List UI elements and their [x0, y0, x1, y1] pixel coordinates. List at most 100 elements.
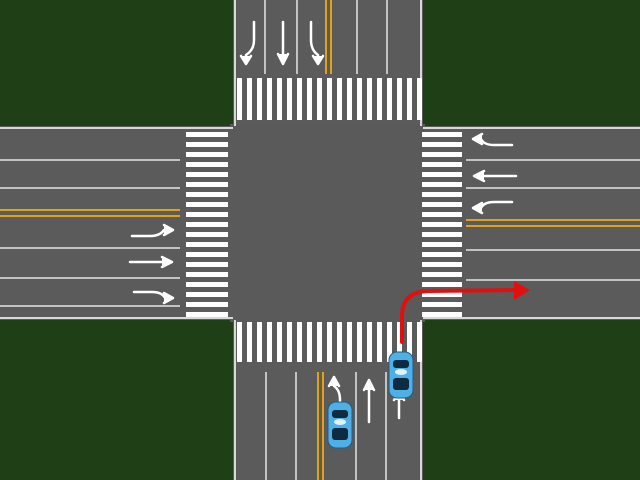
straight-arrow-icon [128, 255, 174, 269]
crosswalk-stripe [347, 322, 352, 362]
crosswalk-stripe [307, 78, 312, 120]
crosswalk-stripe [287, 78, 292, 120]
straight-arrow-icon [276, 20, 290, 66]
crosswalk-stripe [186, 162, 228, 167]
crosswalk-stripe [186, 142, 228, 147]
crosswalk-stripe [186, 302, 228, 307]
crosswalk-stripe [422, 262, 462, 267]
crosswalk-stripe [317, 322, 322, 362]
crosswalk-stripe [387, 322, 392, 362]
crosswalk-stripe [267, 78, 272, 120]
straight-arrow-icon [472, 169, 518, 183]
crosswalk-stripe [186, 242, 228, 247]
crosswalk-stripe [257, 322, 262, 362]
ego-car [388, 351, 414, 399]
crosswalk-stripe [186, 132, 228, 137]
crosswalk-stripe [257, 78, 262, 120]
crosswalk-stripe [186, 312, 228, 317]
crosswalk-stripe [377, 322, 382, 362]
east-center-line [466, 219, 640, 227]
crosswalk-stripe [186, 182, 228, 187]
other-car [327, 401, 353, 449]
crosswalk-stripe [186, 222, 228, 227]
crosswalk-stripe [186, 262, 228, 267]
crosswalk-stripe [307, 322, 312, 362]
crosswalk-stripe [186, 252, 228, 257]
crosswalk-stripe [237, 322, 242, 362]
crosswalk-stripe [186, 202, 228, 207]
crosswalk-stripe [267, 322, 272, 362]
crosswalk-stripe [357, 78, 362, 120]
north-center-line [325, 0, 332, 74]
left-turn-arrow-icon [327, 375, 342, 420]
crosswalk-stripe [422, 272, 462, 277]
crosswalk-south [237, 322, 422, 362]
crosswalk-stripe [337, 78, 342, 120]
crosswalk-stripe [422, 312, 462, 317]
crosswalk-stripe [327, 78, 332, 120]
crosswalk-stripe [422, 162, 462, 167]
crosswalk-stripe [422, 222, 462, 227]
crosswalk-stripe [422, 292, 462, 297]
crosswalk-stripe [327, 322, 332, 362]
crosswalk-stripe [277, 78, 282, 120]
crosswalk-stripe [247, 322, 252, 362]
left-turn-arrow-icon [239, 20, 256, 66]
crosswalk-stripe [357, 322, 362, 362]
east-lane-lines [466, 159, 640, 281]
crosswalk-stripe [407, 322, 412, 362]
crosswalk-stripe [287, 322, 292, 362]
crosswalk-stripe [186, 292, 228, 297]
crosswalk-stripe [417, 78, 422, 120]
crosswalk-stripe [247, 78, 252, 120]
south-lane-lines [265, 372, 387, 480]
crosswalk-north [237, 78, 422, 120]
crosswalk-stripe [387, 78, 392, 120]
crosswalk-stripe [422, 302, 462, 307]
crosswalk-stripe [337, 322, 342, 362]
crosswalk-stripe [186, 282, 228, 287]
east-lane-arrows [471, 132, 518, 215]
right-turn-route-arrow [400, 281, 530, 344]
crosswalk-stripe [186, 272, 228, 277]
crosswalk-stripe [422, 252, 462, 257]
crosswalk-stripe [347, 78, 352, 120]
crosswalk-stripe [422, 242, 462, 247]
crosswalk-stripe [186, 212, 228, 217]
right-turn-arrow-icon [471, 132, 514, 147]
north-lane-arrows [239, 20, 325, 66]
crosswalk-stripe [297, 78, 302, 120]
right-turn-arrow-icon [309, 20, 325, 66]
left-turn-arrow-icon [130, 223, 175, 238]
crosswalk-stripe [422, 202, 462, 207]
crosswalk-stripe [317, 78, 322, 120]
crosswalk-stripe [186, 232, 228, 237]
crosswalk-stripe [186, 192, 228, 197]
west-lane-lines [0, 159, 180, 307]
crosswalk-stripe [397, 78, 402, 120]
crosswalk-stripe [237, 78, 242, 120]
crosswalk-stripe [397, 322, 402, 362]
crosswalk-stripe [422, 132, 462, 137]
crosswalk-stripe [277, 322, 282, 362]
intersection-box [230, 124, 425, 322]
crosswalk-stripe [377, 78, 382, 120]
crosswalk-stripe [422, 172, 462, 177]
crosswalk-west [186, 132, 228, 317]
crosswalk-east [422, 132, 462, 317]
crosswalk-stripe [186, 172, 228, 177]
right-turn-arrow-icon [132, 290, 175, 305]
west-center-line [0, 209, 180, 217]
crosswalk-stripe [407, 78, 412, 120]
north-lane-lines [264, 0, 388, 74]
crosswalk-stripe [422, 192, 462, 197]
straight-arrow-icon [362, 378, 376, 424]
crosswalk-stripe [186, 152, 228, 157]
crosswalk-stripe [367, 322, 372, 362]
crosswalk-stripe [422, 212, 462, 217]
crosswalk-stripe [422, 232, 462, 237]
crosswalk-stripe [297, 322, 302, 362]
crosswalk-stripe [422, 282, 462, 287]
